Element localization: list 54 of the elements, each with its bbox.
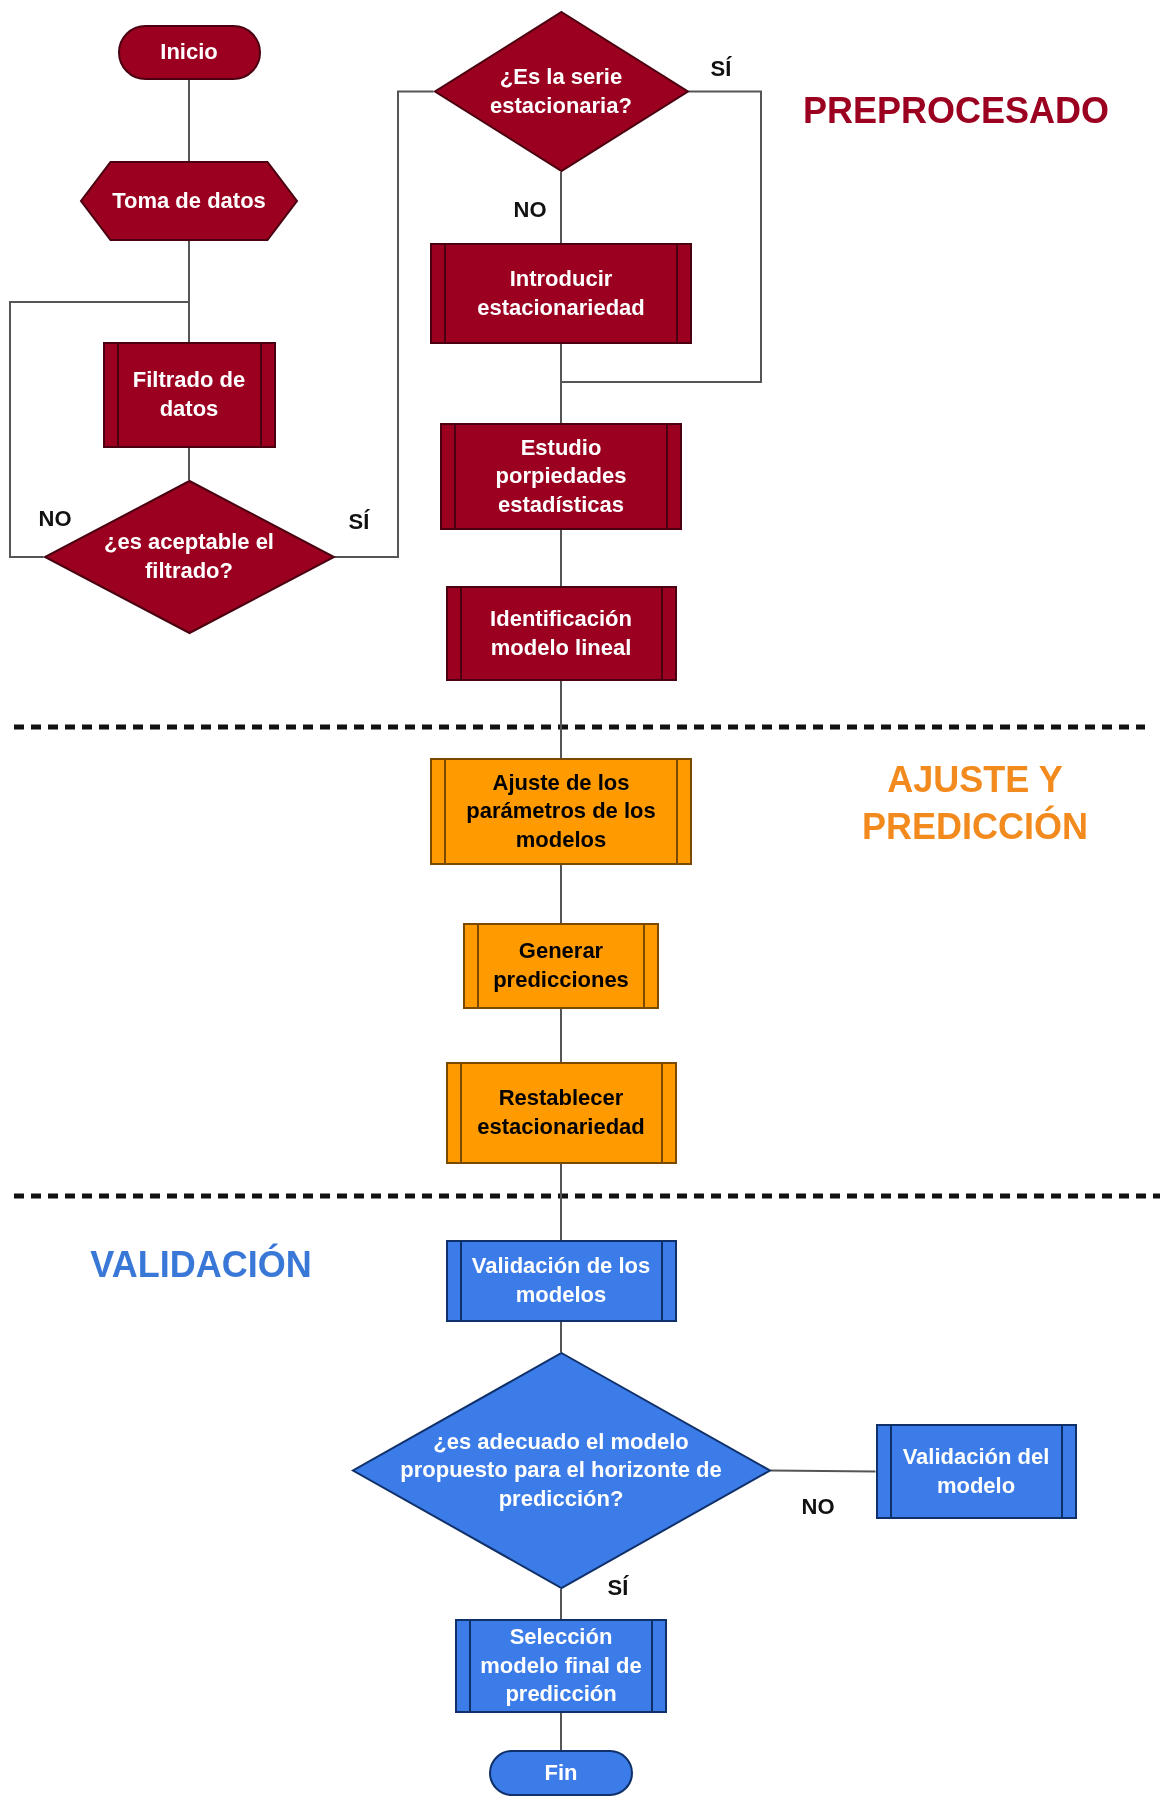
section-heading: PREPROCESADO [801, 88, 1111, 133]
connector-line [9, 301, 190, 558]
node-label: ¿Es la serie estacionaria? [489, 62, 633, 120]
node-label: Toma de datos [112, 186, 266, 215]
edge-label: NO [513, 197, 547, 223]
edge-label: NO [801, 1494, 835, 1520]
edge-label: SÍ [607, 1575, 629, 1601]
node-label: ¿es adecuado el modelo propuesto para el horizonte de predicción? [399, 1427, 723, 1513]
connector-line [333, 90, 435, 558]
edge-label: NO [38, 506, 72, 532]
connector-line [560, 343, 562, 424]
decision-diamond [433, 11, 689, 172]
edge-label: SÍ [710, 56, 732, 82]
process-box [875, 1424, 1077, 1519]
node-label: Fin [544, 1758, 578, 1787]
node-label: Ajuste de los parámetros de los modelos [465, 768, 657, 854]
node-label: Validación del modelo [901, 1442, 1051, 1500]
process-box [430, 758, 692, 865]
connector-line [560, 680, 562, 759]
node-label: Estudio porpiedades estadísticas [494, 433, 628, 519]
node-label: Filtrado de datos [131, 366, 247, 423]
node-label: ¿es aceptable el filtrado? [103, 528, 275, 585]
connector-line [560, 171, 562, 244]
connector-line [560, 1321, 562, 1353]
connector-line [188, 79, 190, 162]
process-box [463, 923, 659, 1009]
process-box [455, 1619, 667, 1713]
process-box [445, 1240, 677, 1322]
node-label: Restablecer estacionariedad [476, 1084, 646, 1141]
connector-line [188, 447, 190, 481]
node-label: Generar predicciones [492, 937, 630, 994]
node-label: Identificación modelo lineal [489, 604, 633, 662]
edge-label: SÍ [348, 509, 370, 535]
preparation-hexagon [80, 161, 298, 241]
process-box [445, 1062, 677, 1164]
process-box [430, 243, 692, 344]
process-box [440, 423, 682, 530]
process-box [102, 342, 276, 448]
terminal-pill [489, 1750, 633, 1796]
connector-line [769, 1469, 877, 1473]
connector-line [560, 529, 562, 587]
connector-line [560, 1712, 562, 1751]
section-heading: AJUSTE Y PREDICCIÓN [861, 758, 1089, 849]
connector-line [560, 1163, 562, 1241]
connector-line [560, 864, 562, 924]
connector-line [560, 1588, 562, 1620]
terminal-pill [117, 25, 261, 80]
section-heading: VALIDACIÓN [89, 1242, 313, 1287]
node-label: Validación de los modelos [470, 1252, 652, 1309]
process-box [445, 586, 677, 681]
node-label: Selección modelo final de predicción [479, 1623, 643, 1709]
node-label: Inicio [160, 38, 218, 67]
node-label: Introducir estacionariedad [476, 264, 646, 322]
connector-line [560, 1008, 562, 1063]
